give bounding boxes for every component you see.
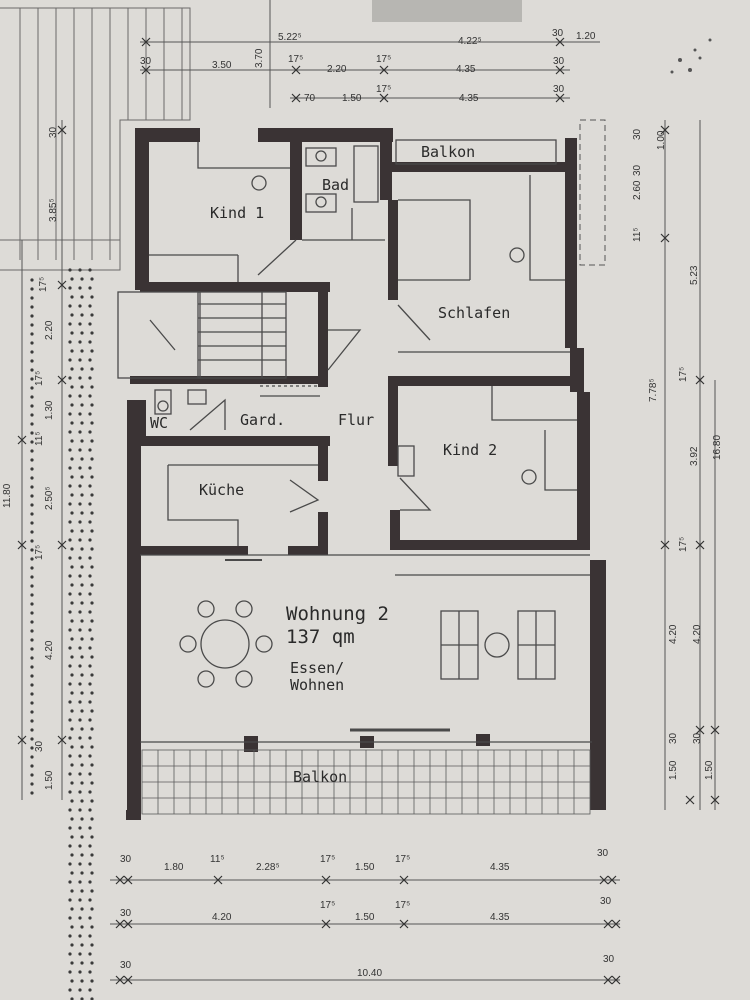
svg-text:1.50: 1.50: [355, 912, 375, 923]
neighbour-hatching: [0, 7, 191, 271]
svg-text:30: 30: [120, 854, 132, 865]
svg-text:30: 30: [552, 28, 564, 39]
svg-text:1.50: 1.50: [44, 770, 55, 790]
svg-text:30: 30: [603, 954, 615, 965]
coffee-table: [484, 632, 510, 658]
svg-text:17⁵: 17⁵: [38, 277, 49, 292]
essen-label: Essen/: [290, 659, 344, 677]
top-dimension-lines: [140, 0, 600, 108]
right-dimensions: 30 1.00 30 2.60 11⁵ 5.23 17⁵ 3.92 17⁵ 4.…: [632, 128, 723, 780]
svg-text:30: 30: [48, 126, 59, 138]
svg-text:4.20: 4.20: [44, 640, 55, 660]
svg-text:1.50: 1.50: [704, 760, 715, 780]
svg-text:1.50: 1.50: [342, 93, 362, 104]
svg-text:30: 30: [120, 960, 132, 971]
flur-label: Flur: [338, 411, 374, 429]
svg-text:30: 30: [692, 732, 703, 744]
svg-text:2.20: 2.20: [44, 320, 55, 340]
svg-text:1.00: 1.00: [656, 130, 667, 150]
svg-text:2.60: 2.60: [632, 180, 643, 200]
svg-text:30: 30: [597, 848, 609, 859]
unit-area: 137 qm: [286, 626, 355, 648]
left-dimensions: 30 3.85⁵ 17⁵ 2.20 17⁵ 1.30 11⁵ 2.50⁵ 17⁵…: [2, 126, 59, 790]
kind2-label: Kind 2: [443, 441, 497, 459]
interior-lines: [117, 139, 592, 743]
svg-text:17⁵: 17⁵: [288, 54, 303, 65]
kueche-label: Küche: [199, 481, 244, 499]
top-dimensions: 5.22⁵ 4.22⁵ 30 1.20 30 3.50 3.70 17⁵ 2.2…: [140, 28, 596, 104]
svg-text:4.20: 4.20: [212, 912, 232, 923]
svg-text:4.35: 4.35: [459, 93, 479, 104]
svg-text:17⁵: 17⁵: [395, 854, 410, 865]
svg-text:2.28⁵: 2.28⁵: [256, 862, 280, 873]
svg-text:2.20: 2.20: [327, 64, 347, 75]
svg-text:1.50: 1.50: [668, 760, 679, 780]
svg-text:1.80: 1.80: [164, 862, 184, 873]
svg-text:4.35: 4.35: [490, 862, 510, 873]
svg-text:30: 30: [120, 908, 132, 919]
schlafen-label: Schlafen: [438, 304, 510, 322]
svg-text:17⁵: 17⁵: [34, 371, 45, 386]
svg-text:1.30: 1.30: [44, 400, 55, 420]
svg-text:17⁵: 17⁵: [320, 900, 335, 911]
dot-columns: [30, 268, 94, 1000]
svg-text:7.78⁵: 7.78⁵: [648, 378, 659, 402]
svg-text:30: 30: [140, 56, 152, 67]
svg-text:16.80: 16.80: [712, 435, 723, 460]
svg-text:11⁵: 11⁵: [632, 227, 643, 242]
svg-text:1.50: 1.50: [355, 862, 375, 873]
svg-text:11⁵: 11⁵: [210, 854, 225, 865]
svg-text:3.50: 3.50: [212, 60, 232, 71]
svg-text:5.23: 5.23: [689, 265, 700, 285]
wc-label: WC: [150, 414, 168, 432]
corner-ornament: [670, 38, 712, 74]
svg-text:3.70: 3.70: [254, 48, 265, 68]
svg-text:17⁵: 17⁵: [395, 900, 410, 911]
svg-text:70: 70: [304, 93, 316, 104]
svg-text:3.85⁵: 3.85⁵: [48, 198, 59, 222]
wohnen-label: Wohnen: [290, 676, 344, 694]
balkon-top-label: Balkon: [421, 143, 475, 161]
svg-text:30: 30: [632, 164, 643, 176]
svg-text:17⁵: 17⁵: [376, 54, 391, 65]
furniture: [154, 150, 556, 688]
svg-text:17⁵: 17⁵: [678, 537, 689, 552]
svg-text:17⁵: 17⁵: [376, 84, 391, 95]
bad-label: Bad: [322, 176, 349, 194]
bottom-dimension-lines: [110, 879, 620, 981]
svg-text:11.80: 11.80: [2, 483, 13, 508]
svg-text:10.40: 10.40: [357, 968, 382, 979]
svg-text:30: 30: [668, 732, 679, 744]
svg-text:5.22⁵: 5.22⁵: [278, 32, 302, 43]
balkon-bottom-label: Balkon: [293, 768, 347, 786]
svg-text:1.20: 1.20: [576, 31, 596, 42]
side-dimension-lines: [21, 120, 716, 810]
svg-text:4.22⁵: 4.22⁵: [458, 36, 482, 47]
svg-text:17⁵: 17⁵: [678, 367, 689, 382]
svg-text:4.20: 4.20: [692, 624, 703, 644]
svg-text:30: 30: [553, 84, 565, 95]
svg-text:30: 30: [632, 128, 643, 140]
bottom-dimensions: 30 1.80 11⁵ 2.28⁵ 17⁵ 1.50 17⁵ 4.35 30 3…: [120, 848, 615, 979]
walls: [126, 128, 606, 820]
unit-title: Wohnung 2: [286, 603, 389, 625]
svg-text:11⁵: 11⁵: [34, 431, 45, 446]
kind1-label: Kind 1: [210, 204, 264, 222]
dining-table: [200, 619, 250, 669]
top-texture: [372, 0, 522, 22]
svg-text:17⁵: 17⁵: [34, 545, 45, 560]
svg-text:2.50⁵: 2.50⁵: [44, 486, 55, 510]
dimension-ticks: [17, 37, 720, 985]
svg-text:3.92: 3.92: [689, 446, 700, 466]
svg-text:17⁵: 17⁵: [320, 854, 335, 865]
gard-label: Gard.: [240, 411, 285, 429]
svg-text:4.35: 4.35: [456, 64, 476, 75]
svg-text:30: 30: [553, 56, 565, 67]
bottom-balcony-tiles: [141, 749, 591, 815]
svg-text:4.35: 4.35: [490, 912, 510, 923]
svg-text:4.20: 4.20: [668, 624, 679, 644]
svg-text:30: 30: [600, 896, 612, 907]
svg-text:30: 30: [34, 740, 45, 752]
